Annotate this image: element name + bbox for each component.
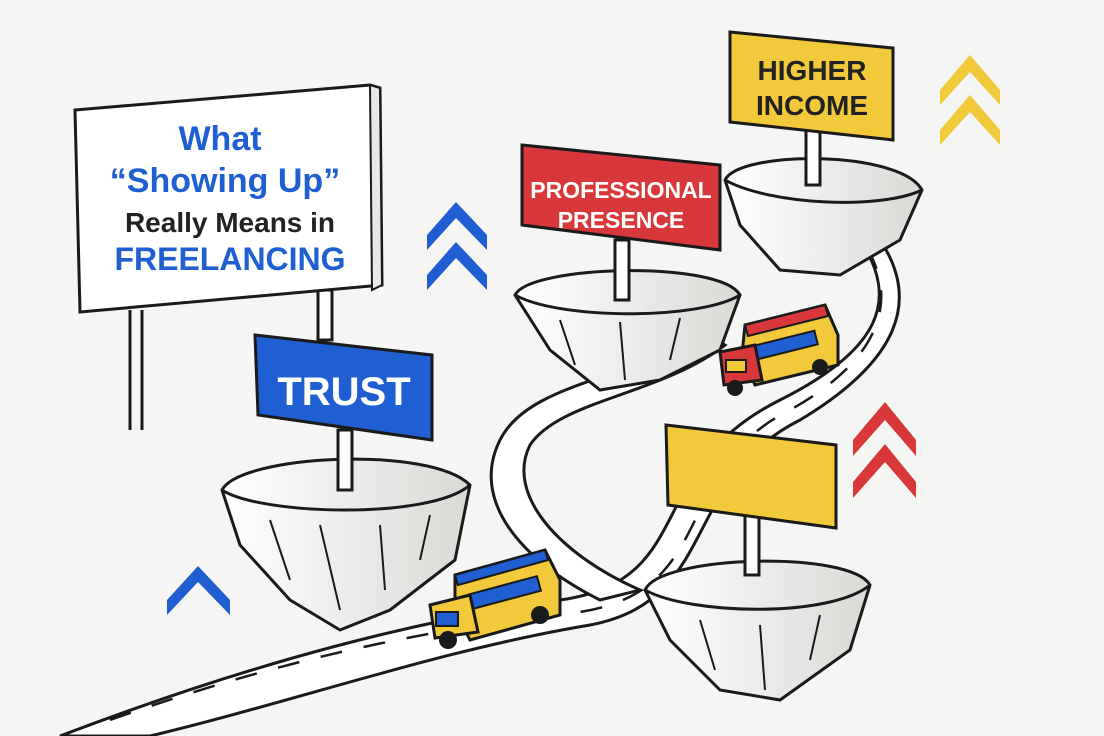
- title-line-3: Really Means in: [125, 207, 335, 238]
- title-line-1: What: [178, 120, 261, 158]
- chevron-up-icon: [167, 566, 230, 615]
- presence-line-2: PRESENCE: [558, 207, 685, 233]
- jeepney-icon: [428, 548, 562, 649]
- signpost-professional-presence: PROFESSIONAL PRESENCE: [520, 143, 722, 302]
- jeepney-icon: [718, 303, 840, 396]
- signpost-blank: [664, 423, 838, 577]
- chevron-up-icon: [853, 402, 916, 498]
- presence-line-1: PROFESSIONAL: [530, 177, 711, 203]
- trust-label: TRUST: [277, 370, 410, 414]
- floating-rock-icon: [643, 559, 872, 702]
- signpost-trust: TRUST: [253, 333, 434, 492]
- title-line-4: FREELANCING: [114, 241, 345, 277]
- floating-rock-icon: [220, 457, 472, 632]
- chevron-up-icon: [427, 202, 487, 290]
- floating-rock-icon: [723, 157, 924, 277]
- title-billboard: What “Showing Up” Really Means in FREELA…: [73, 83, 384, 430]
- floating-rock-icon: [513, 269, 742, 392]
- chevron-up-icon: [940, 55, 1000, 145]
- signpost-higher-income: HIGHER INCOME: [728, 30, 895, 187]
- road-center-dashes: [109, 244, 883, 722]
- title-line-2: “Showing Up”: [110, 162, 340, 200]
- income-line-2: INCOME: [756, 90, 868, 121]
- income-line-1: HIGHER: [758, 55, 867, 86]
